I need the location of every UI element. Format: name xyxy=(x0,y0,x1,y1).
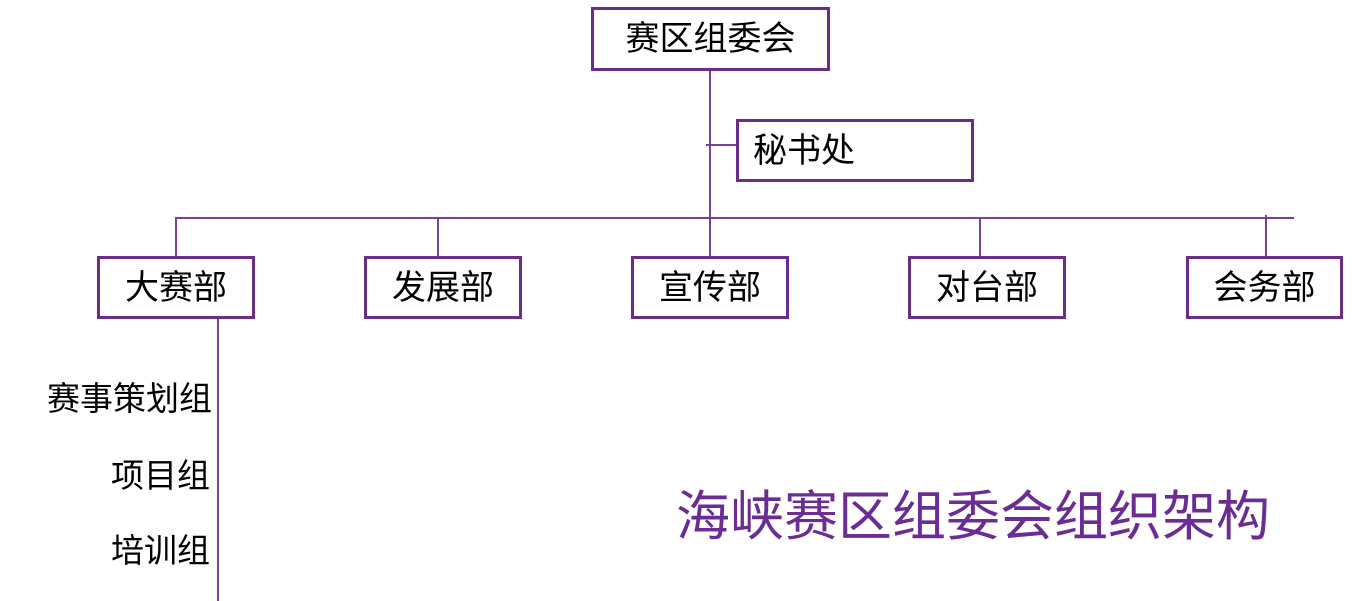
sub-group-event-planning: 赛事策划组 xyxy=(47,379,212,418)
sub-group-training: 培训组 xyxy=(111,531,210,570)
horizontal-bus-line xyxy=(175,217,1294,219)
node-department-duitaibu: 对台部 xyxy=(908,256,1066,319)
node-department-xuanchuanbu: 宣传部 xyxy=(631,256,789,319)
sub-group-vertical-line xyxy=(217,318,219,601)
node-department-huiwubu: 会务部 xyxy=(1186,256,1343,319)
chart-title: 海峡赛区组委会组织架构 xyxy=(676,485,1270,548)
node-department-dasaibu: 大赛部 xyxy=(97,256,255,319)
node-department-fazhanbu: 发展部 xyxy=(364,256,522,319)
drop-line-huiwubu xyxy=(1265,215,1267,258)
trunk-line xyxy=(709,70,711,258)
secretariat-branch-line xyxy=(706,144,738,146)
sub-group-project: 项目组 xyxy=(111,456,210,495)
drop-line-fazhanbu xyxy=(437,217,439,258)
drop-line-dasaibu xyxy=(175,217,177,258)
drop-line-duitaibu xyxy=(979,217,981,258)
node-organizing-committee: 赛区组委会 xyxy=(591,7,830,71)
node-secretariat: 秘书处 xyxy=(736,119,974,182)
